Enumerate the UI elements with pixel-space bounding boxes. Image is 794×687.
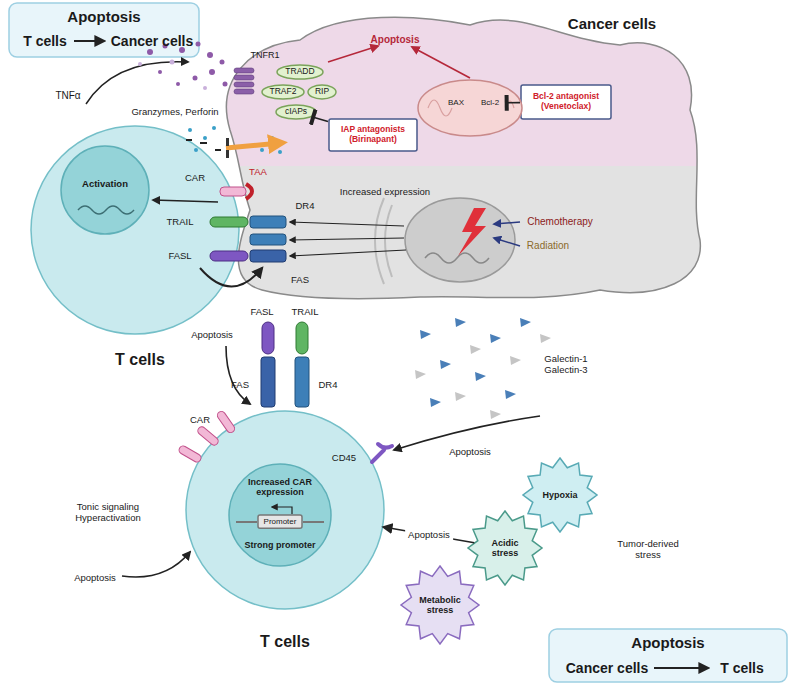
node-text: Bcl-2 xyxy=(481,98,499,107)
node-text: Acidic stress xyxy=(483,538,527,559)
node-text: Apoptosis xyxy=(631,634,704,651)
node-text: Apoptosis xyxy=(67,8,140,25)
annotation-label: DR4 xyxy=(295,201,314,212)
stress-star: Hypoxia xyxy=(522,457,598,533)
node-text: Promoter xyxy=(264,517,297,526)
node-text: T cells xyxy=(23,33,67,49)
stress-star: Acidic stress xyxy=(467,510,543,586)
node-text: Cancer cells xyxy=(566,660,649,676)
cell-shape: cIAPs xyxy=(275,104,317,120)
annotation-label: TNFR1 xyxy=(251,50,280,60)
annotation-label: TAA xyxy=(249,167,267,178)
cell-shape: Promoter Increased CAR expressionStrong p… xyxy=(185,410,385,610)
annotation-label: Tumor-derived stress xyxy=(612,539,684,561)
node-text: T cells xyxy=(260,633,310,651)
cell-shape: BAX xyxy=(441,94,471,112)
node-text: T cells xyxy=(720,660,764,676)
cell-shape: Promoter Increased CAR expressionStrong p… xyxy=(228,463,332,567)
node-text: TRAF2 xyxy=(270,87,297,97)
annotation-label: Apoptosis xyxy=(191,330,233,341)
connector-label: Apoptosis xyxy=(405,528,453,541)
node-text: Activation xyxy=(82,179,128,190)
annotation-label: CAR xyxy=(185,173,205,184)
annotation-label: CD45 xyxy=(332,453,356,464)
cell-shape: ActivationT cells xyxy=(30,125,240,335)
annotation-label: TRAIL xyxy=(292,307,319,318)
node-text: TRADD xyxy=(285,67,314,77)
shape-outline xyxy=(30,125,240,335)
text-box: ApoptosisCancer cells T cells xyxy=(548,628,788,683)
shape-outline xyxy=(205,2,705,302)
annotation-label: Tonic signaling Hyperactivation xyxy=(63,502,153,524)
cell-shape: Bcl-2 xyxy=(474,94,506,112)
annotation-label: Increased expression xyxy=(340,187,430,198)
cell-shape: RIP xyxy=(307,84,337,100)
cell-shape: TRADD xyxy=(276,64,324,80)
node-text: cIAPs xyxy=(285,107,307,117)
connector xyxy=(384,527,475,543)
node-text: Bcl-2 antagonist (Venetoclax) xyxy=(525,92,607,112)
node-text: RIP xyxy=(315,87,329,97)
cell-shape: Activation xyxy=(60,145,150,235)
text-box: Promoter xyxy=(257,514,303,529)
annotation-label: Apoptosis xyxy=(371,34,420,46)
annotation-label: TNFα xyxy=(55,90,80,102)
annotation-label: Granzymes, Perforin xyxy=(131,107,218,118)
annotation-label: Radiation xyxy=(527,240,569,252)
node-text: Cancer cells xyxy=(568,15,656,32)
cell-shape: TRADD TRAF2 RIP cIAPsIAP antagonists (Birin… xyxy=(205,2,705,302)
annotation-label: Apoptosis xyxy=(74,573,116,584)
node-text: Hypoxia xyxy=(542,490,577,500)
text-box: Bcl-2 antagonist (Venetoclax) xyxy=(520,84,612,120)
annotation-label: Apoptosis xyxy=(449,447,491,458)
annotation-label: Chemotherapy xyxy=(527,216,593,228)
cell-shape: TRAF2 xyxy=(261,84,305,100)
node-text: Strong promoter xyxy=(245,540,316,550)
text-box: ApoptosisT cells Cancer cells xyxy=(8,2,200,58)
node-text: Metabolic stress xyxy=(415,595,465,616)
annotation-label: FASL xyxy=(250,307,273,318)
annotation-label: DR4 xyxy=(318,380,337,391)
text-box: IAP antagonists (Birinapant) xyxy=(328,118,418,152)
node-text: BAX xyxy=(448,98,464,107)
node-text: Cancer cells xyxy=(111,33,194,49)
annotation-label: TRAIL xyxy=(167,217,194,228)
node-text: Increased CAR expression xyxy=(238,477,322,498)
node-text: IAP antagonists (Birinapant) xyxy=(333,125,413,145)
shape-outline xyxy=(60,145,150,235)
annotation-label: FAS xyxy=(291,275,309,286)
node-text: T cells xyxy=(115,351,165,369)
stress-star: Metabolic stress xyxy=(400,565,480,645)
annotation-label: CAR xyxy=(190,415,210,426)
shape-outline xyxy=(185,410,385,610)
annotation-label: FAS xyxy=(231,380,249,391)
annotation-label: Galectin-1 Galectin-3 xyxy=(535,354,597,376)
connector xyxy=(506,102,520,104)
annotation-label: FASL xyxy=(168,251,191,262)
